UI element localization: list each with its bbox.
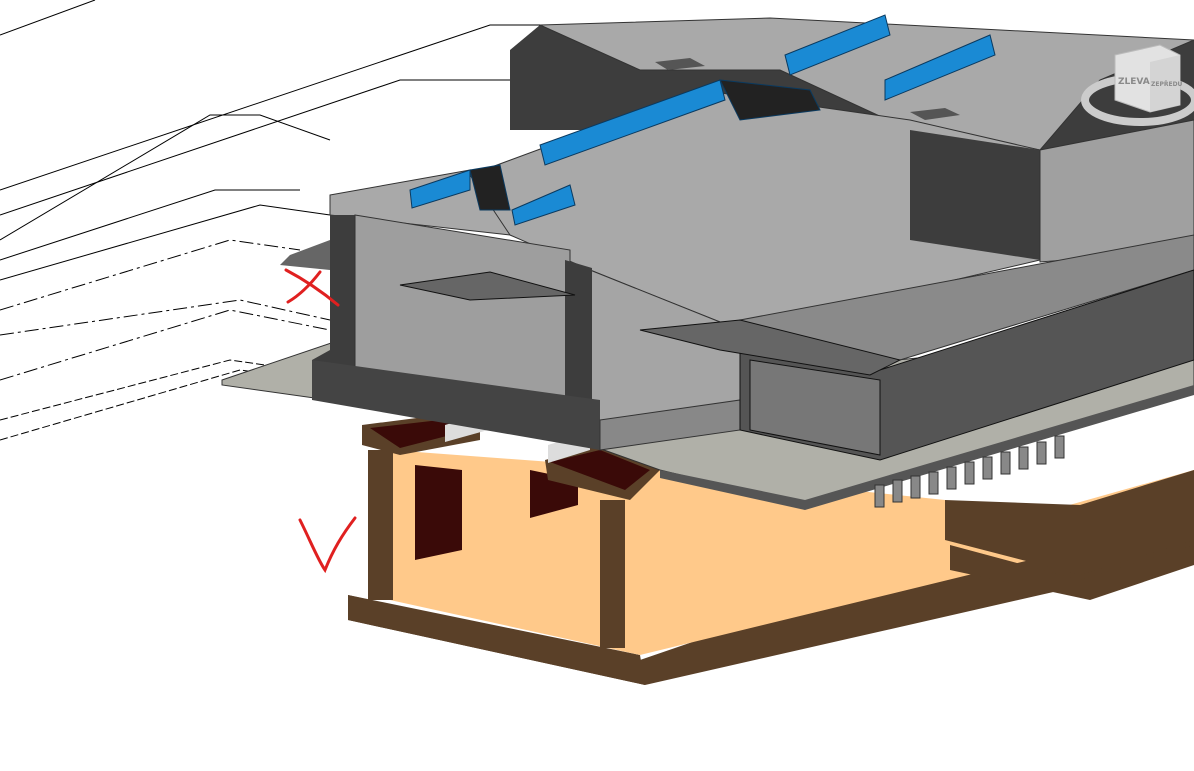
view-cube-face-left[interactable]: ZLEVA (1118, 77, 1150, 87)
foundation[interactable] (348, 412, 1194, 685)
cross-mark-icon (284, 268, 340, 307)
foundation-pier (368, 450, 393, 600)
markup-annotations (284, 268, 357, 574)
foundation-pier (600, 500, 625, 648)
piles (874, 435, 1065, 508)
check-mark-icon (298, 516, 357, 574)
skylight-glazing (409, 14, 996, 226)
level-lines (0, 0, 620, 441)
view-cube[interactable]: ZLEVA ZEPŘEDU (1081, 44, 1194, 126)
view-cube-face-front[interactable]: ZEPŘEDU (1151, 81, 1183, 88)
building[interactable] (280, 17, 1194, 461)
